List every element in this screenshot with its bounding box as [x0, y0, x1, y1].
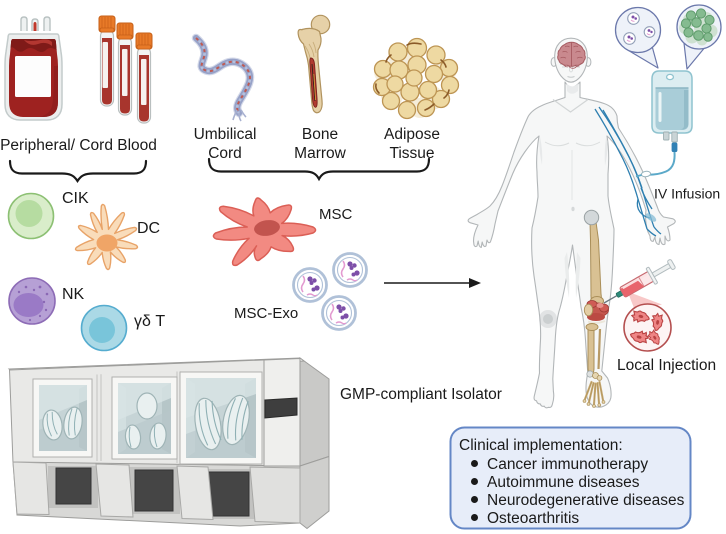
svg-text:Clinical implementation:: Clinical implementation:: [459, 437, 623, 454]
svg-text:GMP-compliant Isolator: GMP-compliant Isolator: [340, 386, 502, 403]
svg-text:Peripheral/ Cord Blood: Peripheral/ Cord Blood: [0, 137, 157, 154]
svg-text:Bone: Bone: [302, 126, 338, 143]
svg-text:Adipose: Adipose: [384, 126, 440, 143]
svg-text:Tissue: Tissue: [389, 145, 434, 162]
svg-text:Neurodegenerative diseases: Neurodegenerative diseases: [487, 492, 685, 509]
svg-text:Osteoarthritis: Osteoarthritis: [487, 510, 579, 527]
svg-text:CIK: CIK: [62, 190, 89, 207]
svg-text:γδ T: γδ T: [134, 313, 165, 330]
svg-text:Marrow: Marrow: [294, 145, 346, 162]
svg-text:MSC-Exo: MSC-Exo: [234, 305, 298, 322]
svg-text:Cancer immunotherapy: Cancer immunotherapy: [487, 456, 648, 473]
svg-text:Local Injection: Local Injection: [617, 357, 716, 374]
svg-text:IV Infusion: IV Infusion: [654, 186, 720, 202]
svg-text:Autoimmune diseases: Autoimmune diseases: [487, 474, 640, 491]
svg-text:Umbilical: Umbilical: [194, 126, 257, 143]
svg-text:MSC: MSC: [319, 206, 353, 223]
svg-text:NK: NK: [62, 286, 85, 303]
svg-text:DC: DC: [137, 220, 160, 237]
svg-text:Cord: Cord: [208, 145, 242, 162]
